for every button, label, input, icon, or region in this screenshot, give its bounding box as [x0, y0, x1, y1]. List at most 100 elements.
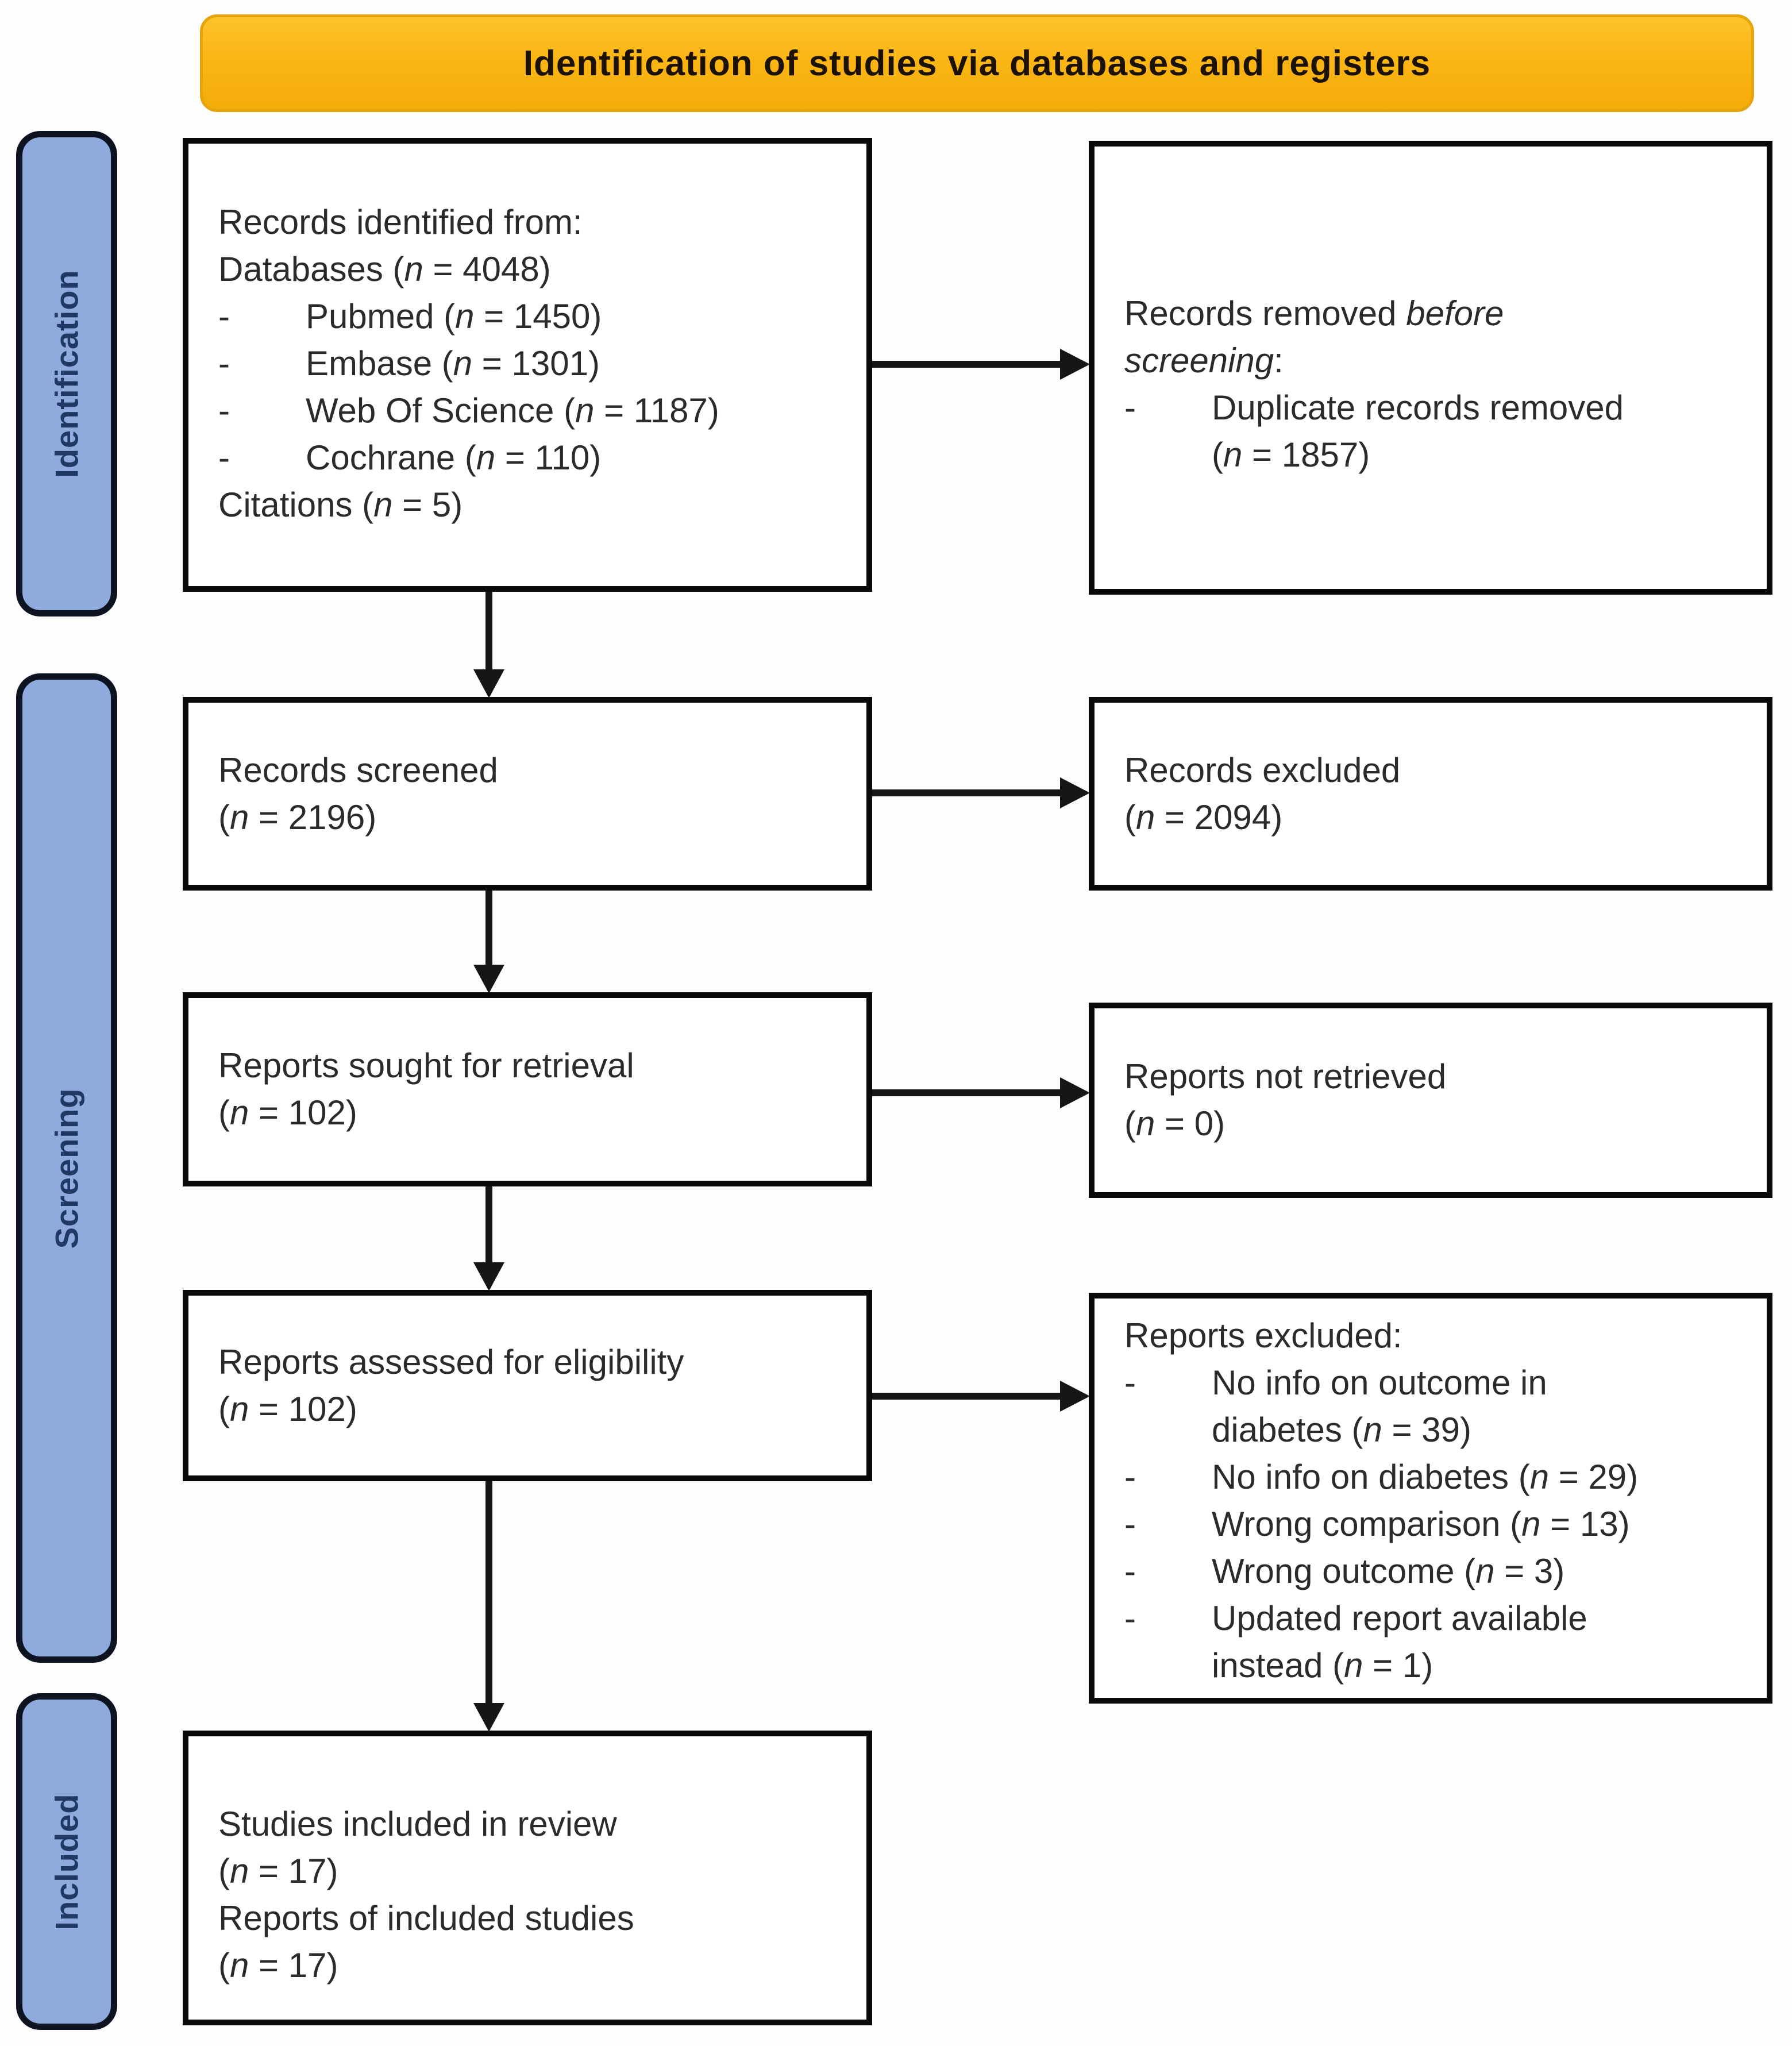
text-segment: (n = 102): [218, 1389, 357, 1428]
text-segment: diabetes (n = 39): [1212, 1411, 1471, 1449]
bullet-continuation-line: instead (n = 1): [1124, 1642, 1749, 1689]
text-segment: Citations (n = 5): [218, 486, 463, 524]
text-segment: Web Of Science (n = 1187): [306, 391, 719, 430]
text-line: (n = 2094): [1124, 794, 1749, 841]
banner: Identification of studies via databases …: [200, 14, 1754, 112]
text-segment: Updated report available: [1212, 1599, 1587, 1637]
arrow-right-identified-to-removed: [872, 361, 1060, 368]
stage-included: Included: [16, 1693, 117, 2030]
bullet-continuation-line: diabetes (n = 39): [1124, 1407, 1749, 1454]
text-line: Records identified from:: [218, 199, 849, 246]
text-segment: No info on diabetes (n = 29): [1212, 1458, 1639, 1496]
text-line: (n = 17): [218, 1848, 849, 1895]
text-line: Databases (n = 4048): [218, 246, 849, 293]
bullet-line: -Wrong comparison (n = 13): [1124, 1501, 1749, 1548]
bullet-line: -Embase (n = 1301): [218, 340, 849, 387]
bullet-spacer: [1124, 1642, 1212, 1689]
text-segment: Studies included in review: [218, 1805, 617, 1843]
bullet-dash: -: [1124, 1458, 1136, 1496]
box-records-removed: Records removed before screening: - Duplica…: [1089, 141, 1772, 595]
text-segment: Records removed before: [1124, 294, 1504, 333]
arrow-down-assessed-to-included: [485, 1481, 492, 1703]
bullet-dash: -: [1124, 1599, 1136, 1637]
text-line: Reports assessed for eligibility: [218, 1339, 849, 1386]
bullet-spacer: [1124, 431, 1212, 479]
arrow-down-sought-to-assessed: [485, 1186, 492, 1262]
bullet-line: - No info on diabetes (n = 29): [1124, 1454, 1749, 1501]
box-reports-not-retrieved: Reports not retrieved (n = 0): [1089, 1003, 1772, 1198]
bullet-dash: -: [218, 297, 230, 336]
text-segment: Records excluded: [1124, 750, 1401, 789]
bullet-line: - Updated report available: [1124, 1595, 1749, 1642]
text-line: Reports sought for retrieval: [218, 1042, 849, 1089]
stage-included-label: Included: [48, 1793, 85, 1931]
text-segment: Reports of included studies: [218, 1899, 634, 1937]
text-segment: instead (n = 1): [1212, 1646, 1433, 1685]
bullet-dash: -: [1124, 1552, 1136, 1590]
box-records-excluded: Records excluded (n = 2094): [1089, 697, 1772, 891]
bullet-line: - Web Of Science (n = 1187): [218, 387, 849, 434]
arrow-down-screened-to-sought: [485, 891, 492, 965]
text-segment: No info on outcome in: [1212, 1363, 1547, 1402]
bullet-dash: -: [1124, 1505, 1136, 1543]
arrow-right-screened-to-excluded: [872, 789, 1060, 796]
stage-screening: Screening: [16, 673, 117, 1663]
bullet-line: - Cochrane (n = 110): [218, 434, 849, 481]
text-line: Citations (n = 5): [218, 481, 849, 529]
text-line: (n = 102): [218, 1386, 849, 1433]
bullet-line: - Duplicate records removed: [1124, 384, 1749, 431]
bullet-spacer: [1124, 1407, 1212, 1454]
banner-title: Identification of studies via databases …: [523, 43, 1431, 83]
box-reports-sought: Reports sought for retrieval (n = 102): [183, 992, 872, 1186]
bullet-line: - No info on outcome in: [1124, 1359, 1749, 1407]
text-segment: Embase (n = 1301): [306, 344, 600, 383]
text-segment: screening:: [1124, 341, 1284, 380]
text-segment: (n = 2196): [218, 797, 377, 837]
text-line: (n = 0): [1124, 1100, 1749, 1147]
text-line: Reports excluded:: [1124, 1312, 1749, 1359]
arrow-right-assessed-to-excluded: [872, 1393, 1060, 1400]
text-segment: (n = 2094): [1124, 797, 1283, 837]
text-line: Reports of included studies: [218, 1895, 849, 1942]
text-segment: (n = 0): [1124, 1104, 1226, 1143]
box-records-screened: Records screened (n = 2196): [183, 697, 872, 891]
text-segment: Reports sought for retrieval: [218, 1046, 634, 1085]
stage-identification-label: Identification: [48, 269, 85, 478]
text-segment: (n = 17): [218, 1852, 338, 1890]
text-line: screening:: [1124, 337, 1749, 384]
text-segment: Reports assessed for eligibility: [218, 1342, 684, 1381]
box-records-identified: Records identified from: Databases (n = 4…: [183, 138, 872, 592]
text-segment: Reports excluded:: [1124, 1316, 1402, 1355]
bullet-dash: -: [1124, 1363, 1136, 1402]
bullet-dash: -: [218, 391, 230, 430]
text-segment: (n = 17): [218, 1946, 338, 1985]
text-segment: Cochrane (n = 110): [306, 438, 602, 477]
text-segment: Databases (n = 4048): [218, 250, 551, 288]
text-line: Records excluded: [1124, 747, 1749, 794]
text-segment: Records screened: [218, 750, 498, 789]
box-reports-assessed: Reports assessed for eligibility (n = 102…: [183, 1290, 872, 1481]
arrow-down-identified-to-screened: [485, 592, 492, 669]
text-segment: Reports not retrieved: [1124, 1057, 1447, 1096]
bullet-dash: -: [1124, 388, 1136, 427]
text-segment: (n = 102): [218, 1093, 357, 1132]
text-segment: (n = 1857): [1212, 436, 1370, 474]
bullet-continuation-line: (n = 1857): [1124, 431, 1749, 479]
stage-screening-label: Screening: [48, 1088, 85, 1249]
arrow-right-sought-to-not-retrieved: [872, 1089, 1060, 1096]
text-segment: Duplicate records removed: [1212, 388, 1624, 427]
text-line: (n = 102): [218, 1089, 849, 1136]
text-segment: Pubmed (n = 1450): [306, 297, 602, 336]
text-line: Records screened: [218, 747, 849, 794]
text-line: (n = 17): [218, 1942, 849, 1989]
box-studies-included: Studies included in review (n = 17) Report…: [183, 1731, 872, 2025]
bullet-line: - Pubmed (n = 1450): [218, 293, 849, 340]
text-line: Reports not retrieved: [1124, 1053, 1749, 1100]
text-line: Studies included in review: [218, 1801, 849, 1848]
text-line: Records removed before: [1124, 290, 1749, 337]
bullet-line: - Wrong outcome (n = 3): [1124, 1548, 1749, 1595]
text-line: (n = 2196): [218, 794, 849, 841]
bullet-dash: -: [218, 438, 230, 477]
text-segment: Wrong outcome (n = 3): [1212, 1552, 1565, 1590]
